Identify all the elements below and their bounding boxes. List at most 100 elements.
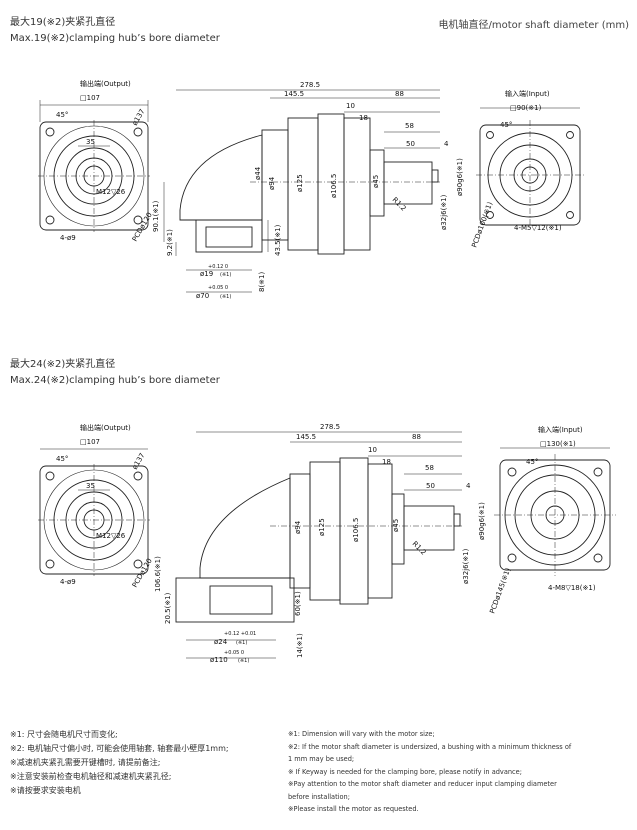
input-label-1: 输入端(Input): [505, 89, 550, 98]
d32-2: ø32j6(※1): [462, 548, 470, 584]
len-10-1: 10: [346, 102, 355, 110]
len-total-1: 278.5: [300, 81, 320, 89]
section1-title: 最大19(※2)夹紧孔直径 Max.19(※2)clamping hub’s b…: [10, 16, 220, 45]
note-en-2: ※2: If the motor shaft diameter is under…: [288, 742, 572, 751]
output-d137-2: ø137: [131, 452, 147, 471]
d90g6-2: ø90g6(※1): [478, 502, 486, 540]
h106-2: 106.6(※1): [154, 556, 162, 592]
d24-sub-2: (※1): [236, 640, 247, 646]
output-holes-2: 4-ø9: [60, 578, 76, 586]
d45-2: ø45: [392, 519, 400, 532]
d90g6-1: ø90g6(※1): [456, 158, 464, 196]
d24-2: ø24: [214, 638, 228, 646]
len-18-1: 18: [359, 114, 368, 122]
d70-tol-1: +0.05 0: [208, 285, 228, 291]
output-label-1: 输出端(Output): [80, 79, 131, 88]
input-holes-1: 4-M5▽12(※1): [514, 224, 562, 232]
h435-1: 43.5(※1): [274, 224, 282, 256]
len-88-1: 88: [395, 90, 404, 98]
section2-title-cn: 最大24(※2)夹紧孔直径: [10, 359, 116, 370]
note-en-3: 1 mm may be used;: [288, 755, 355, 763]
input-angle-1: 45°: [500, 121, 512, 129]
section1-drawing: 输出端(Output) □107 45° ø137 35 M12▽26 4-ø9…: [38, 79, 586, 300]
d19-sub-1: (※1): [220, 272, 231, 278]
output-label-2: 输出端(Output): [80, 423, 131, 432]
d94-2: ø94: [294, 520, 302, 534]
len-145-1: 145.5: [284, 90, 304, 98]
d19-tol-1: +0.12 0: [208, 264, 228, 270]
d19-1: ø19: [200, 270, 213, 278]
d70-1: ø70: [196, 292, 209, 300]
note-cn-1: ※1: 尺寸会随电机尺寸而变化;: [10, 730, 118, 739]
len-18-2: 18: [382, 458, 391, 466]
d110-tol-2: +0.05 0: [224, 650, 244, 656]
notes-en: ※1: Dimension will vary with the motor s…: [288, 728, 588, 816]
output-d35-2: 35: [86, 482, 95, 490]
d106-2: ø106.5: [352, 518, 360, 542]
len-50-2: 50: [426, 482, 435, 490]
len-10-2: 10: [368, 446, 377, 454]
output-m12-2: M12▽26: [96, 532, 126, 540]
d110-sub-2: (※1): [238, 658, 249, 664]
output-square-1: □107: [80, 94, 100, 102]
section2-drawing: 输出端(Output) □107 45° ø137 35 M12▽26 4-ø9…: [38, 423, 616, 664]
input-angle-2: 45°: [526, 458, 538, 466]
note-cn-3: ※减速机夹紧孔需要开键槽时, 请提前备注;: [10, 758, 161, 767]
h90-1: 90.1(※1): [152, 200, 160, 232]
d24-tol-2: +0.12 +0.01: [224, 631, 256, 637]
output-m12-1: M12▽26: [96, 188, 126, 196]
input-square-2: □130(※1): [540, 440, 576, 448]
len-4-1: 4: [444, 140, 449, 148]
output-d35-1: 35: [86, 138, 95, 146]
len-58-1: 58: [405, 122, 414, 130]
note-en-6: before installation;: [288, 792, 350, 801]
note-cn-2: ※2: 电机轴尺寸偏小时, 可能会使用轴套, 轴套最小壁厚1mm;: [10, 744, 229, 753]
note-en-1: ※1: Dimension will vary with the motor s…: [288, 730, 435, 738]
notes-cn: ※1: 尺寸会随电机尺寸而变化; ※2: 电机轴尺寸偏小时, 可能会使用轴套, …: [10, 728, 229, 798]
h14-2: 14(※1): [296, 633, 304, 658]
gearbox-side-view-2: [175, 431, 462, 659]
output-pcd-1: PCDø120: [131, 211, 154, 243]
output-angle-1: 45°: [56, 111, 68, 119]
note-en-5: ※Pay attention to the motor shaft diamet…: [288, 780, 557, 788]
input-square-1: □90(※1): [510, 104, 542, 112]
output-flange-view-1: [38, 100, 150, 232]
note-cn-5: ※请按要求安装电机: [10, 786, 81, 795]
len-58-2: 58: [425, 464, 434, 472]
input-holes-2: 4-M8▽18(※1): [548, 584, 596, 592]
d125-1: ø125: [296, 174, 304, 192]
len-88-2: 88: [412, 433, 421, 441]
output-square-2: □107: [80, 438, 100, 446]
output-d137-1: ø137: [131, 108, 147, 127]
note-cn-4: ※注意安装前检查电机轴径和减速机夹紧孔径;: [10, 772, 172, 781]
h60-2: 60(※1): [294, 591, 302, 616]
output-holes-1: 4-ø9: [60, 234, 76, 242]
d125-2: ø125: [318, 518, 326, 536]
input-flange-view-1: [476, 107, 586, 230]
len-total-2: 278.5: [320, 423, 340, 431]
d32-1: ø32j6(※1): [440, 194, 448, 230]
section1-title-en: Max.19(※2)clamping hub’s bore diameter: [10, 33, 220, 44]
input-flange-view-2: [494, 447, 616, 576]
note-en-7: ※Please install the motor as requested.: [288, 805, 419, 813]
len-145-2: 145.5: [296, 433, 316, 441]
input-pcd-2: PCDø145(※1): [488, 567, 512, 615]
section2-title: 最大24(※2)夹紧孔直径 Max.24(※2)clamping hub’s b…: [10, 358, 220, 387]
motor-shaft-diameter-header: 电机轴直径/motor shaft diameter (mm): [438, 20, 629, 31]
h92-1: 9.2(※1): [166, 229, 174, 256]
d106-1: ø106.5: [330, 174, 338, 198]
input-label-2: 输入端(Input): [538, 425, 583, 434]
h205-2: 20.5(※1): [164, 592, 172, 624]
note-en-4: ※ If Keyway is needed for the clamping b…: [288, 767, 522, 776]
h8-1: 8(※1): [258, 271, 266, 292]
len-4-2: 4: [466, 482, 471, 490]
gearbox-side-view-1: [163, 89, 440, 293]
d70-sub-1: (※1): [220, 294, 231, 300]
section2-title-en: Max.24(※2)clamping hub’s bore diameter: [10, 375, 220, 386]
d110-2: ø110: [210, 656, 228, 664]
output-angle-2: 45°: [56, 455, 68, 463]
output-flange-view-2: [38, 448, 150, 576]
d44-1: ø44: [254, 166, 262, 180]
r12-2: R1.2: [411, 540, 428, 557]
d45-1: ø45: [372, 175, 380, 188]
